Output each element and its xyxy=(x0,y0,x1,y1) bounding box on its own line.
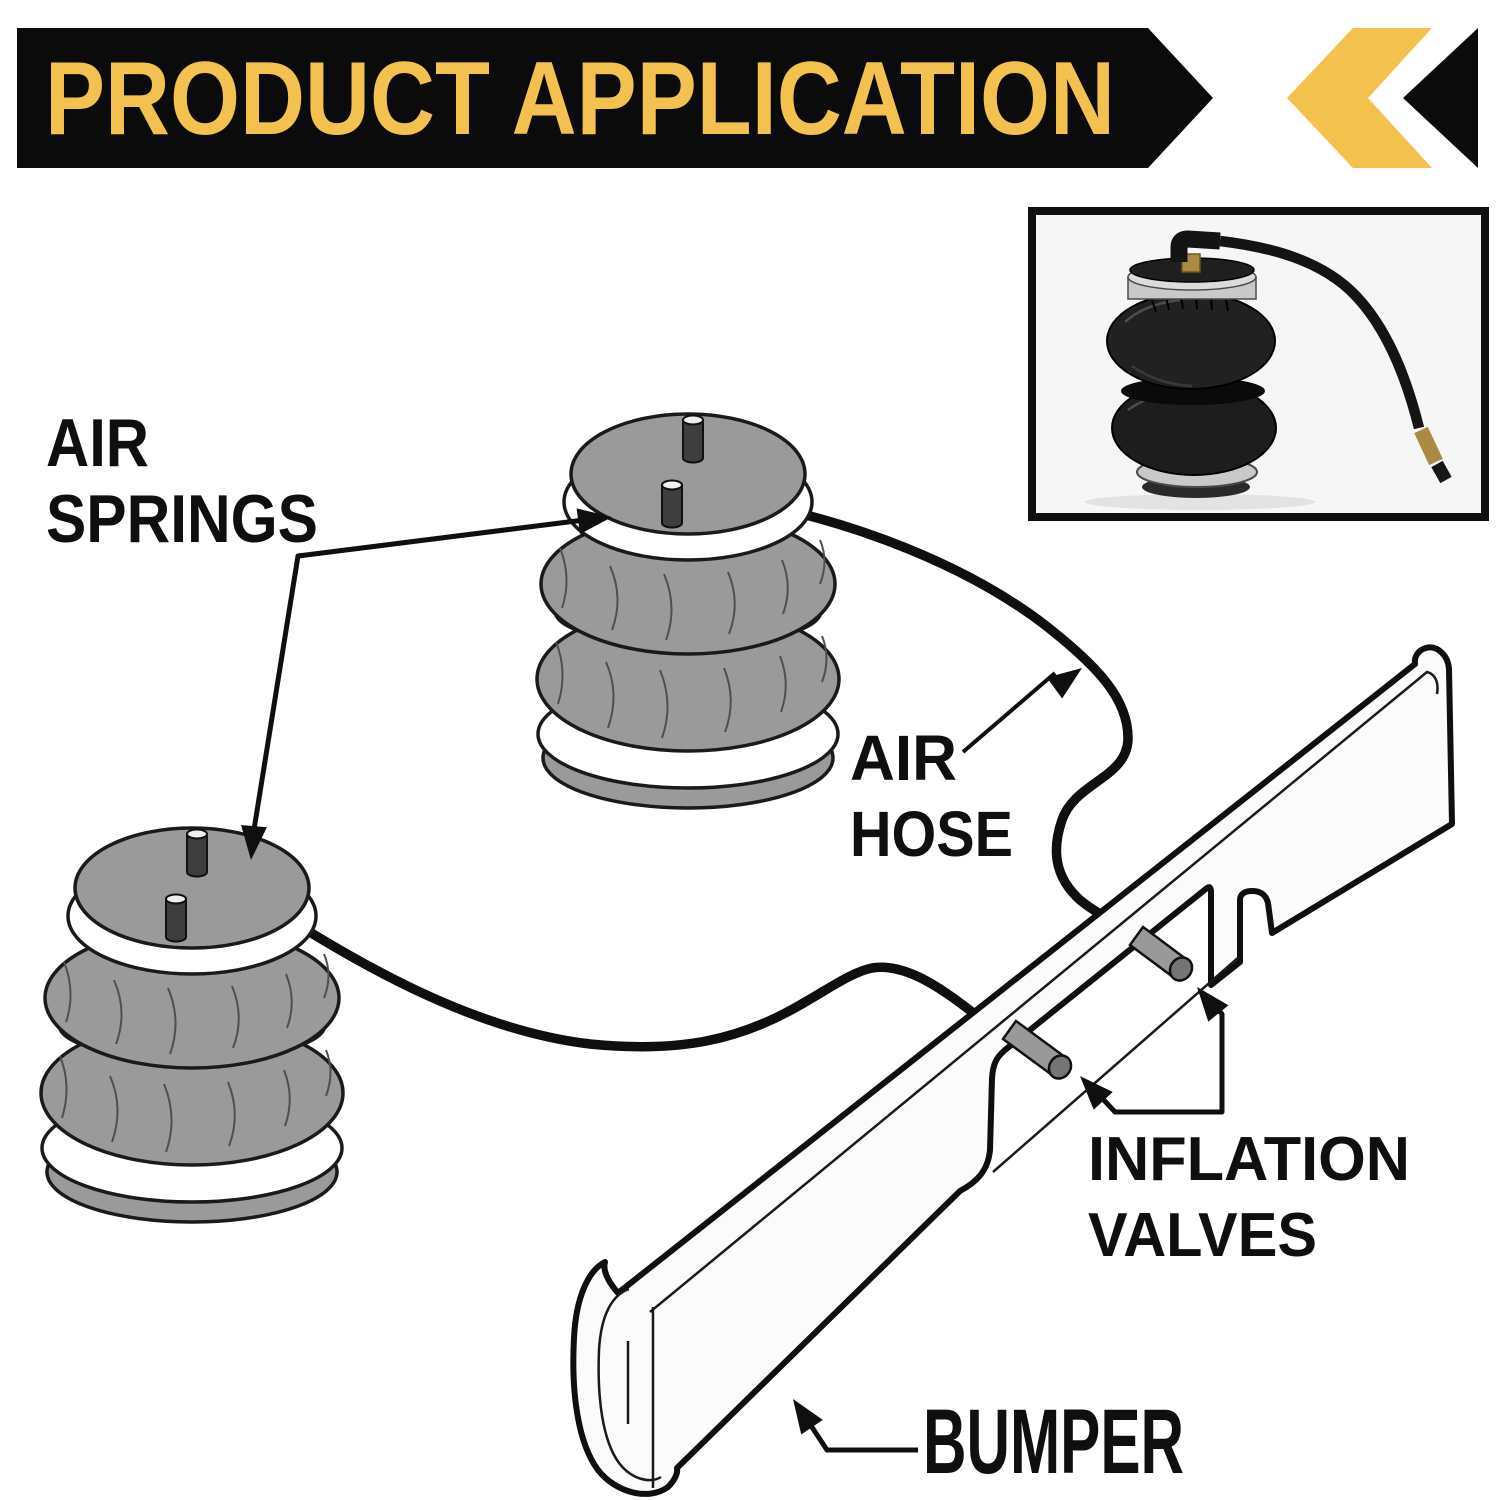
air-spring-left xyxy=(41,828,343,1222)
air-hose-pointer xyxy=(961,668,1082,754)
title-banner: PRODUCT APPLICATION xyxy=(17,28,1478,168)
air-spring-top xyxy=(537,414,839,808)
banner-title: PRODUCT APPLICATION xyxy=(45,41,1115,157)
banner-arrow xyxy=(17,28,1213,168)
arrowhead xyxy=(576,508,612,535)
arrowhead xyxy=(793,1399,823,1435)
bumper-back-edge xyxy=(992,956,1240,1173)
inflation-valves-label-line1: INFLATION xyxy=(1088,1125,1410,1194)
photo-hose-tip xyxy=(1431,460,1452,484)
air-hose-line-top xyxy=(708,492,1143,942)
air-springs-label-line2: SPRINGS xyxy=(46,481,318,557)
arrowhead xyxy=(241,824,267,860)
arrowhead xyxy=(1046,668,1082,699)
bumper-illustration xyxy=(570,644,1455,1497)
air-hose-line-bottom xyxy=(245,889,990,1052)
yellow-chevron-icon xyxy=(1287,28,1432,168)
bumper-label: BUMPER xyxy=(923,1391,1184,1493)
inflation-valves-pointer xyxy=(1080,987,1229,1115)
arrowhead xyxy=(1197,987,1229,1022)
photo-air-hose xyxy=(1219,235,1425,430)
photo-elbow-fitting xyxy=(1170,230,1221,262)
bumper-pointer xyxy=(793,1399,918,1453)
arrowhead xyxy=(1080,1076,1113,1110)
photo-brass-fitting xyxy=(1414,426,1443,466)
air-springs-label-line1: AIR xyxy=(46,405,149,481)
air-hose-label-line1: AIR xyxy=(850,722,957,794)
inflation-valves-label-line2: VALVES xyxy=(1088,1201,1317,1270)
air-springs-pointer xyxy=(241,508,612,860)
photo-upper-lobe xyxy=(1106,292,1276,390)
diagram-labels: AIR SPRINGS AIR HOSE INFLATION VALVES BU… xyxy=(46,405,1410,1493)
product-photo-inset xyxy=(1028,207,1489,521)
black-chevron-icon xyxy=(1403,28,1478,168)
air-spring-photo xyxy=(1085,230,1452,510)
air-hose-label-line2: HOSE xyxy=(850,798,1013,870)
inflation-valve-top xyxy=(1128,925,1194,982)
inflation-valve-bottom xyxy=(1001,1019,1073,1080)
